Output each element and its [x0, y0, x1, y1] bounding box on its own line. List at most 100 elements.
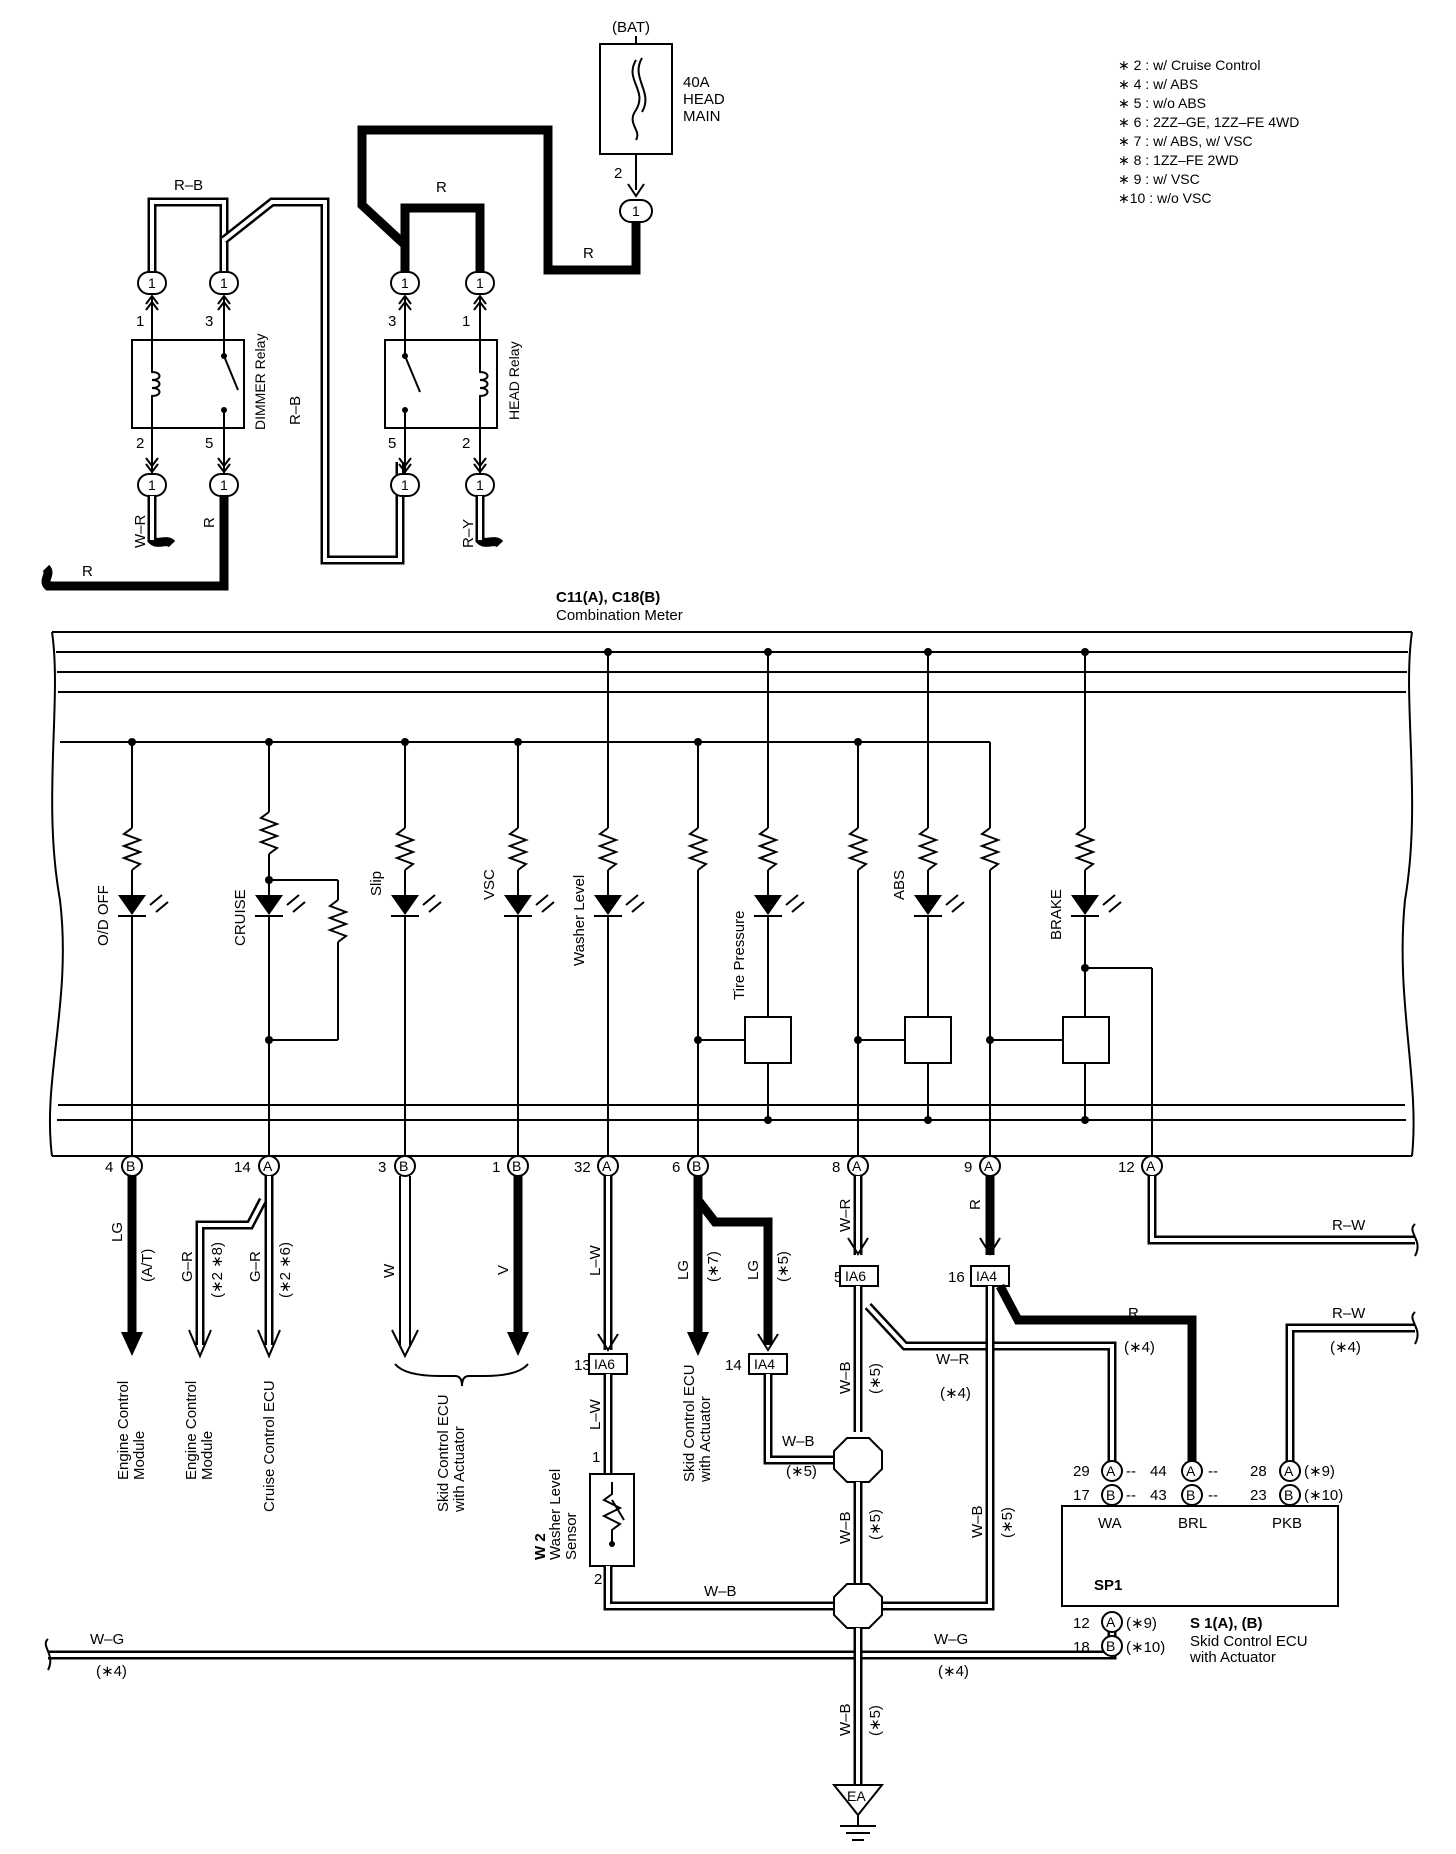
- svg-text:--: --: [1208, 1487, 1218, 1504]
- svg-text:(∗5): (∗5): [867, 1363, 884, 1394]
- svg-text:28: 28: [1250, 1463, 1267, 1480]
- svg-text:W–G: W–G: [90, 1631, 124, 1648]
- resistor-icon: [507, 827, 529, 871]
- resistor-icon: [847, 827, 869, 871]
- svg-text:1: 1: [476, 275, 484, 291]
- led-icon: [754, 895, 782, 915]
- chevron-down-icon: [627, 183, 645, 198]
- head-relay-label: HEAD Relay: [506, 341, 522, 420]
- svg-text:8: 8: [832, 1159, 840, 1176]
- branch-pin6: [687, 738, 745, 1160]
- resistor-icon: [394, 827, 416, 871]
- resistor-icon: [1074, 827, 1096, 871]
- indicator-washer-level: Washer Level: [571, 648, 645, 1160]
- svg-text:17: 17: [1073, 1487, 1090, 1504]
- svg-text:Module: Module: [199, 1431, 216, 1480]
- svg-text:--: --: [1126, 1487, 1136, 1504]
- svg-text:9: 9: [964, 1159, 972, 1176]
- svg-text:Tire Pressure: Tire Pressure: [731, 911, 748, 1000]
- svg-text:V: V: [495, 1265, 512, 1275]
- svg-text:W–R: W–R: [936, 1351, 970, 1368]
- svg-text:12: 12: [1118, 1159, 1135, 1176]
- svg-text:A: A: [1284, 1463, 1294, 1479]
- svg-text:23: 23: [1250, 1487, 1267, 1504]
- svg-text:Washer Level: Washer Level: [571, 875, 588, 966]
- svg-text:R–W: R–W: [1332, 1305, 1366, 1322]
- svg-text:(∗4): (∗4): [1124, 1339, 1155, 1356]
- junction-ia4-lower: 14 IA4: [725, 1353, 788, 1375]
- svg-text:W–B: W–B: [837, 1511, 854, 1544]
- svg-text:BRL: BRL: [1178, 1515, 1207, 1532]
- svg-text:O/D OFF: O/D OFF: [95, 885, 112, 946]
- svg-text:W–R: W–R: [837, 1199, 854, 1233]
- svg-text:with Actuator: with Actuator: [451, 1426, 468, 1513]
- svg-text:1: 1: [592, 1449, 600, 1466]
- svg-text:CRUISE: CRUISE: [232, 889, 249, 946]
- svg-text:(∗2 ∗8): (∗2 ∗8): [209, 1242, 226, 1298]
- combination-meter: [48, 631, 1415, 1157]
- svg-text:4: 4: [105, 1159, 113, 1176]
- dimmer-relay-label: DIMMER Relay: [252, 334, 268, 430]
- svg-text:Skid Control ECU: Skid Control ECU: [1190, 1633, 1308, 1650]
- meter-pins: 4 B 14 A 3 B 1 B 32 A 6 B 8 A 9 A 12 A: [105, 1155, 1163, 1177]
- svg-text:Washer Level: Washer Level: [547, 1469, 564, 1560]
- resistor-icon: [258, 811, 280, 855]
- svg-text:1: 1: [476, 477, 484, 493]
- svg-text:14: 14: [725, 1357, 742, 1374]
- svg-text:A: A: [852, 1158, 862, 1174]
- svg-text:12: 12: [1073, 1615, 1090, 1632]
- led-icon: [391, 895, 419, 915]
- svg-text:(∗5): (∗5): [867, 1509, 884, 1540]
- led-icon: [118, 895, 146, 915]
- dimmer-relay-box: [131, 339, 245, 429]
- head-relay: 1 1 3 1 HEAD Relay 5 2 1 1: [384, 271, 522, 497]
- svg-text:5: 5: [388, 435, 396, 452]
- fuse-rating: 40A: [683, 74, 710, 91]
- led-icon: [914, 895, 942, 915]
- indicator-abs: ABS: [891, 648, 965, 1124]
- svg-text:A: A: [1186, 1463, 1196, 1479]
- svg-text:2: 2: [594, 1571, 602, 1588]
- svg-text:Skid Control ECU: Skid Control ECU: [435, 1394, 452, 1512]
- svg-text:B: B: [512, 1158, 521, 1174]
- indicator-slip: Slip: [368, 738, 442, 1160]
- svg-text:1: 1: [220, 477, 228, 493]
- splice-lower: [833, 1583, 883, 1629]
- branch-pin8: [847, 738, 905, 1160]
- tire-pressure-module: [744, 1016, 792, 1064]
- washer-level-sensor: W 2 Washer Level Sensor 2: [532, 1469, 635, 1588]
- svg-text:W 2: W 2: [532, 1533, 549, 1560]
- svg-text:Sensor: Sensor: [563, 1512, 580, 1560]
- note-10: ∗10 : w/o VSC: [1118, 190, 1211, 206]
- wire-r-battery: [357, 125, 641, 275]
- wire-wb-ia4b: [880, 1286, 992, 1608]
- svg-text:G–R: G–R: [179, 1251, 196, 1282]
- brake-module: [1062, 1016, 1110, 1064]
- svg-text:Skid Control ECU: Skid Control ECU: [681, 1364, 698, 1482]
- svg-text:Module: Module: [131, 1431, 148, 1480]
- svg-text:(∗5): (∗5): [786, 1463, 817, 1480]
- svg-text:1: 1: [148, 275, 156, 291]
- svg-text:13: 13: [574, 1357, 591, 1374]
- svg-text:A: A: [1146, 1158, 1156, 1174]
- resistor-icon: [601, 1482, 623, 1542]
- led-icon: [1071, 895, 1099, 915]
- meter-subtitle: Combination Meter: [556, 607, 683, 624]
- skid-ecu-box: [1061, 1505, 1339, 1607]
- wire-gr-ecm: [198, 1199, 265, 1345]
- resistor-icon: [687, 827, 709, 871]
- svg-text:2: 2: [136, 435, 144, 452]
- fuse-name-1: HEAD: [683, 91, 725, 108]
- meter-title: C11(A), C18(B): [556, 589, 660, 606]
- svg-text:14: 14: [234, 1159, 251, 1176]
- svg-text:R–B: R–B: [174, 177, 203, 194]
- svg-text:3: 3: [378, 1159, 386, 1176]
- svg-text:B: B: [1106, 1487, 1115, 1503]
- brace-icon: [394, 1363, 529, 1387]
- svg-text:1: 1: [492, 1159, 500, 1176]
- svg-text:(A/T): (A/T): [139, 1249, 156, 1282]
- wire-rw-abs: [1288, 1326, 1415, 1465]
- svg-text:IA6: IA6: [594, 1356, 615, 1372]
- svg-text:3: 3: [388, 313, 396, 330]
- wire-wr-ia6: [866, 1304, 1114, 1465]
